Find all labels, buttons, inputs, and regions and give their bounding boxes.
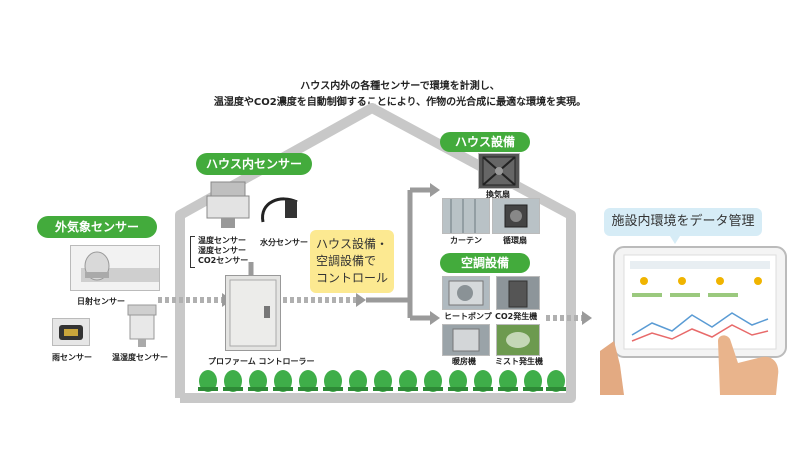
plant-icon — [273, 370, 293, 392]
controller-unit — [225, 275, 281, 351]
control-box-line-2: 空調設備で — [316, 254, 377, 268]
indoor-sensor-list: 温度センサー 湿度センサー CO2センサー — [198, 236, 248, 266]
heater-icon — [452, 328, 480, 352]
plant-icon — [423, 370, 443, 392]
curtain-photo — [442, 198, 490, 234]
mist-generator-label: ミスト発生機 — [495, 357, 543, 366]
circulator-fan-icon — [504, 204, 528, 228]
rain-sensor-icon — [59, 325, 83, 340]
outdoor-temp-sensor-icon — [127, 304, 157, 347]
plant-icon — [323, 370, 343, 392]
house-outline — [175, 103, 576, 403]
caption: ハウス内外の各種センサーで環境を計測し、 温湿度やCO2濃度を自動制御することに… — [180, 79, 620, 111]
moisture-sensor-icon — [261, 197, 298, 223]
rain-sensor-photo — [52, 318, 90, 346]
co2-generator-label: CO2発生機 — [495, 312, 538, 321]
solar-sensor-icon — [81, 251, 159, 282]
sensor-list-bracket — [190, 236, 195, 268]
indoor-sensor-icon — [206, 181, 250, 228]
plant-icon — [448, 370, 468, 392]
control-arrowhead — [356, 293, 366, 307]
control-box: ハウス設備・ 空調設備で コントロール — [310, 230, 395, 293]
circulator-label: 循環扇 — [503, 236, 527, 245]
plant-icon — [373, 370, 393, 392]
fan-label: 換気扇 — [486, 190, 510, 199]
moisture-sensor-photo — [257, 192, 303, 230]
air-conditioning-heading: 空調設備 — [440, 253, 530, 273]
co2-generator-icon — [508, 280, 528, 308]
house-equipment-heading: ハウス設備 — [440, 132, 530, 152]
curtain-icon — [443, 199, 489, 233]
branch-top-arrowhead — [430, 183, 440, 197]
plant-icon — [523, 370, 543, 392]
indoor-sensor-photo — [203, 178, 253, 228]
moisture-sensor-label: 水分センサー — [260, 238, 308, 247]
solar-sensor-photo — [70, 245, 160, 291]
heat-pump-photo — [442, 276, 490, 310]
fan-photo — [478, 153, 520, 189]
controller-label: プロファーム コントローラー — [208, 357, 315, 366]
plant-icon — [223, 370, 243, 392]
plant-icon — [348, 370, 368, 392]
plant-icon — [473, 370, 493, 392]
rain-sensor-label: 雨センサー — [52, 353, 92, 362]
outdoor-sensor-heading: 外気象センサー — [37, 216, 157, 238]
heat-pump-label: ヒートポンプ — [444, 312, 492, 321]
heat-pump-icon — [448, 280, 484, 306]
control-box-line-3: コントロール — [316, 271, 389, 285]
co2-generator-photo — [496, 276, 540, 310]
indoor-sensor-temp: 温度センサー — [198, 236, 246, 245]
indoor-sensor-co2: CO2センサー — [198, 256, 249, 265]
plant-icon — [398, 370, 418, 392]
caption-line-2: 温湿度やCO2濃度を自動制御することにより、作物の光合成に最適な環境を実現。 — [213, 97, 587, 108]
heater-photo — [442, 324, 490, 356]
tablet-illustration — [600, 245, 800, 395]
circulator-photo — [492, 198, 540, 234]
plant-icon — [298, 370, 318, 392]
controller-icon — [229, 279, 277, 347]
mist-generator-icon — [497, 325, 539, 355]
mist-generator-photo — [496, 324, 540, 356]
tablet-icon — [600, 246, 787, 395]
plant-icon — [546, 370, 566, 392]
plant-icon — [498, 370, 518, 392]
solar-sensor-label: 日射センサー — [77, 297, 125, 306]
plant-icon — [248, 370, 268, 392]
indoor-sensor-heading: ハウス内センサー — [196, 153, 312, 175]
outdoor-temp-sensor-photo — [124, 303, 160, 347]
plants-row — [198, 370, 566, 392]
curtain-label: カーテン — [450, 236, 482, 245]
heater-label: 暖房機 — [452, 357, 476, 366]
to-tablet-arrowhead — [582, 311, 592, 325]
callout-pointer — [670, 236, 680, 244]
data-management-callout: 施設内環境をデータ管理 — [604, 208, 762, 236]
branch-bottom-arrowhead — [430, 311, 440, 325]
ventilation-fan-icon — [482, 156, 516, 186]
plant-icon — [198, 370, 218, 392]
control-box-line-1: ハウス設備・ — [316, 237, 389, 251]
caption-line-1: ハウス内外の各種センサーで環境を計測し、 — [300, 81, 500, 92]
indoor-sensor-humidity: 湿度センサー — [198, 246, 246, 255]
outdoor-temp-sensor-label: 温湿度センサー — [112, 353, 168, 362]
